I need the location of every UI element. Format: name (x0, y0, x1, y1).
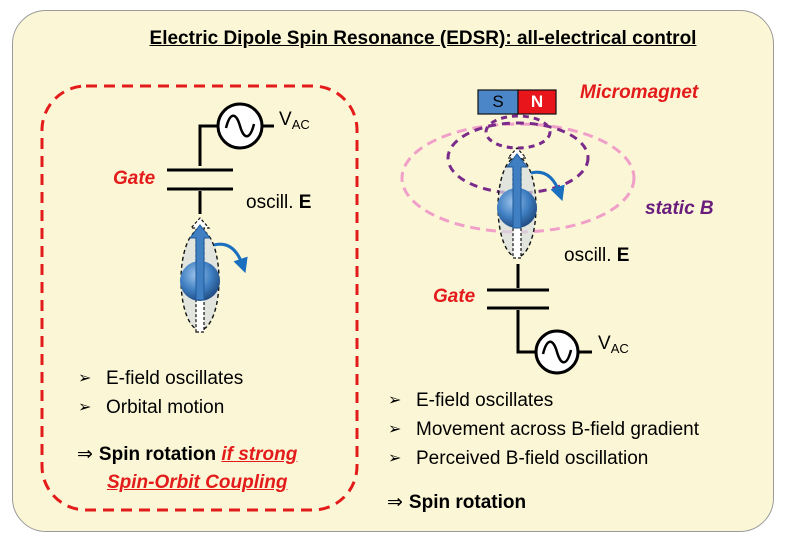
left-dashed-box (40, 84, 359, 512)
left-conclusion: ⇒Spin rotation if strong Spin-Orbit Coup… (77, 444, 298, 493)
bullet-arrow-icon: ➢ (78, 370, 92, 387)
list-item: ➢Perceived B-field oscillation (388, 444, 699, 473)
left-gate-label: Gate (113, 168, 156, 189)
right-precession-arrow-icon (530, 170, 565, 202)
left-vac-label: VAC (279, 109, 310, 132)
right-vac-label: VAC (598, 333, 629, 356)
slide-background (12, 10, 774, 532)
bullet-arrow-icon: ➢ (78, 399, 92, 416)
right-spin-arrow-icon (505, 153, 529, 229)
static-b-label: static B (645, 198, 714, 219)
micromagnet-icon (477, 89, 557, 115)
left-precession-arrow-icon (213, 242, 248, 274)
magnet-n-label: N (530, 92, 544, 111)
right-electron (497, 147, 565, 259)
right-conclusion: ⇒Spin rotation (387, 492, 527, 513)
magnet-s-label: S (492, 92, 504, 111)
slide-title: Electric Dipole Spin Resonance (EDSR): a… (149, 28, 697, 49)
right-gate-label: Gate (433, 286, 476, 307)
left-spin-arrow-icon (188, 224, 212, 301)
list-item: ➢Orbital motion (78, 393, 243, 422)
right-field-label: oscill. E (564, 245, 630, 266)
list-item: ➢Movement across B-field gradient (388, 415, 699, 444)
left-circuit (167, 102, 274, 214)
list-item: ➢E-field oscillates (388, 386, 699, 415)
micromagnet-label: Micromagnet (580, 82, 699, 103)
list-item: ➢E-field oscillates (78, 364, 243, 393)
bullet-arrow-icon: ➢ (388, 392, 402, 409)
bullet-arrow-icon: ➢ (388, 450, 402, 467)
bullet-arrow-icon: ➢ (388, 421, 402, 438)
right-bullet-list: ➢E-field oscillates ➢Movement across B-f… (388, 386, 699, 473)
left-field-label: oscill. E (246, 192, 312, 213)
right-circuit (487, 264, 592, 375)
left-electron (180, 217, 248, 333)
left-bullet-list: ➢E-field oscillates ➢Orbital motion (78, 364, 243, 422)
